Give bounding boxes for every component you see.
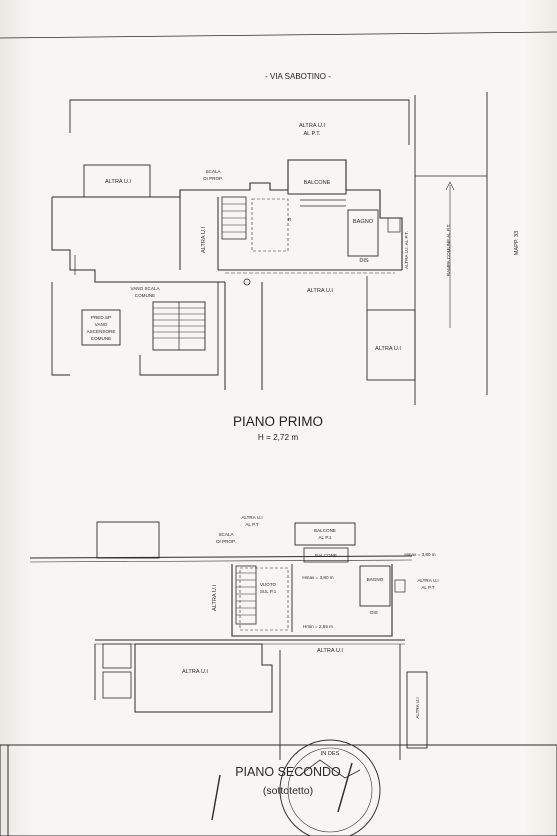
label2-hmax-center: Hmax = 3,80 m — [302, 575, 333, 580]
label-prese-3: ASCENSORE — [87, 329, 116, 334]
label2-hmin: Hmin = 2,55 m — [303, 624, 333, 629]
label2-scala-sub: DI PROP. — [216, 539, 236, 544]
label-altra-right-vert: ALTRA U.I. AL P.T. — [404, 231, 409, 269]
label-vano-scala: VANO SCALA — [130, 286, 160, 291]
bottom-strip — [0, 744, 557, 836]
label2-altra-right-sub: AL P.T — [421, 585, 434, 590]
label-scala: SCALA — [205, 169, 221, 174]
label-prese-2: VANO — [95, 322, 108, 327]
label2-altra-center: ALTRA U.I — [317, 648, 343, 654]
label2-balcone: BALCONE — [315, 553, 337, 558]
label2-altra-vert: ALTRA U.I — [212, 585, 218, 611]
top-border-line — [0, 31, 557, 39]
label-prese-4: COMUNE — [91, 336, 111, 341]
official-stamp: IN DES — [211, 739, 381, 836]
label2-altra-right: ALTRA U.I — [417, 578, 438, 583]
label-r: R — [288, 217, 292, 222]
label-mapp: MAPP. 33 — [514, 231, 520, 255]
stamp-text: IN DES — [321, 751, 340, 757]
label2-dis: DIS — [370, 610, 378, 615]
label2-balcone-top-sub: AL P.1 — [318, 535, 331, 540]
plan2-title: PIANO SECONDO — [235, 765, 341, 779]
label2-hmax-right: Hmax = 3,80 m — [404, 552, 435, 557]
label-altra-right: ALTRA U.I — [375, 346, 401, 352]
label-altra-vert: ALTRA U.I — [201, 227, 207, 253]
label2-bagno: BAGNO — [367, 577, 384, 582]
label2-scala: SCALA — [218, 532, 234, 537]
label-vano-scala-sub: COMUNE — [135, 293, 155, 298]
street-name: - VIA SABOTINO - — [265, 72, 331, 81]
label-altra-top: ALTRA U.I — [299, 123, 325, 129]
label2-altra-low: ALTRA U.I — [182, 669, 208, 675]
label-dis: DIS — [359, 258, 369, 264]
label2-vuoto: VUOTO — [260, 582, 277, 587]
second-floor-plan: ALTRA U.I AL P.T SCALA DI PROP. BALCONE … — [29, 515, 439, 760]
label2-altra-top: ALTRA U.I — [241, 515, 262, 520]
label2-altra-top-sub: AL P.T — [245, 522, 258, 527]
plan1-title: PIANO PRIMO — [233, 414, 323, 429]
label-altra-top-left: ALTRA U.I — [105, 179, 131, 185]
first-floor-plan: ALTRA U.I ALTRA U.I AL P.T. BALCONE SCAL… — [51, 92, 520, 405]
label2-vuoto-sub: SUL P.1 — [260, 589, 277, 594]
label-altra-center: ALTRA U.I — [307, 288, 333, 294]
label-rampa: RAMPA COMUNE AL P.T. — [446, 224, 451, 277]
label-altra-top-sub: AL P.T. — [303, 131, 321, 137]
label-scala-sub: DI PROP. — [203, 176, 223, 181]
label2-balcone-top: BALCONE — [314, 528, 336, 533]
plan1-height: H = 2,72 m — [258, 433, 298, 442]
plan2-subtitle: (sottotetto) — [263, 785, 313, 797]
label-prese: PRED.SP — [91, 315, 111, 320]
label2-altra-low-vert: ALTRA U.I — [415, 697, 420, 718]
label-balcone: BALCONE — [304, 180, 331, 186]
label-bagno: BAGNO — [353, 219, 374, 225]
